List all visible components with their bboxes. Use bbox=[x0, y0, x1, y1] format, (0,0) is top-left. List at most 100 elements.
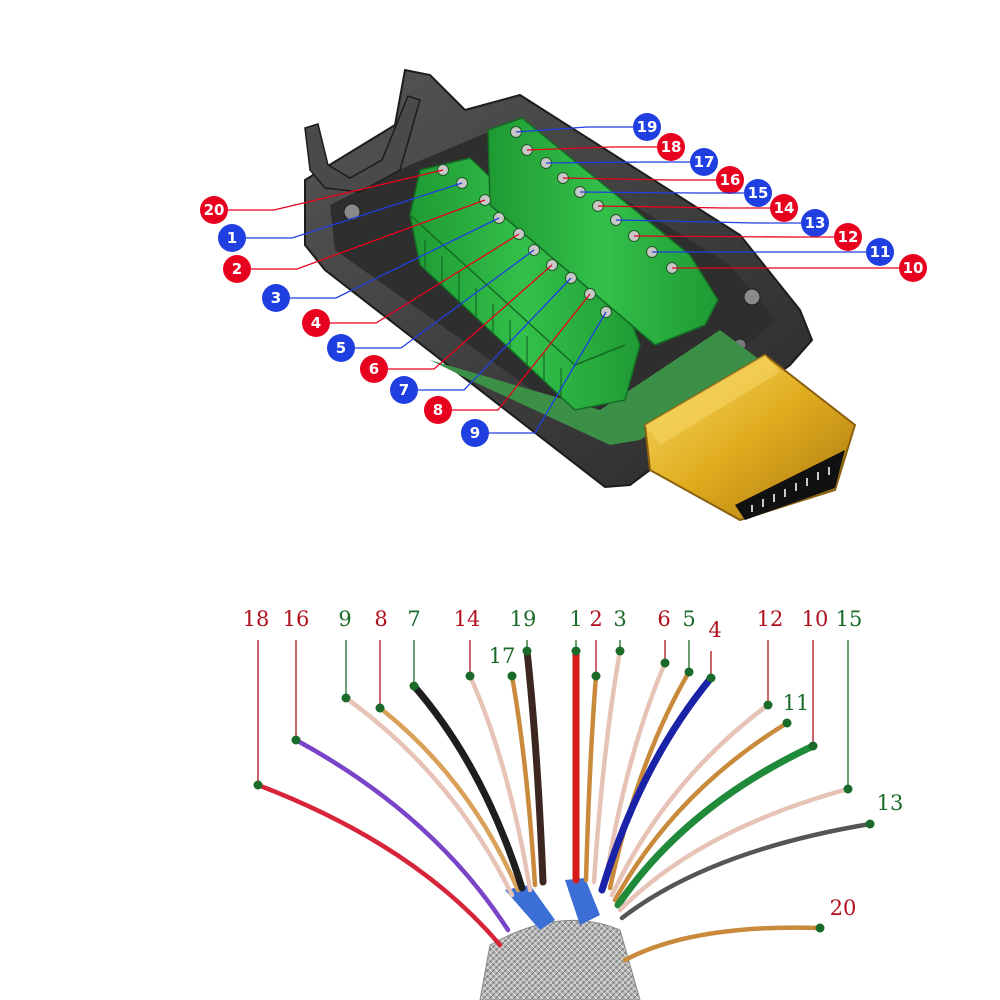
wire-20: 20 bbox=[622, 896, 856, 963]
cable-clamp bbox=[304, 95, 421, 193]
pin-badge-3: 3 bbox=[262, 217, 500, 312]
wire-conductor bbox=[591, 648, 623, 885]
wire-label: 10 bbox=[802, 607, 829, 631]
wire-conductor bbox=[377, 705, 521, 893]
pin-badge-circle bbox=[360, 355, 388, 383]
pin-badge-label: 3 bbox=[271, 289, 281, 307]
wire-conductor bbox=[609, 702, 771, 898]
wire-conductor bbox=[467, 673, 533, 893]
wire-conductor bbox=[255, 782, 503, 948]
wire-label: 2 bbox=[589, 607, 602, 631]
pin-badge-circle bbox=[801, 209, 829, 237]
wire-3: 3 bbox=[591, 607, 627, 885]
pin-badge-5: 5 bbox=[327, 249, 535, 362]
wire-label: 11 bbox=[783, 691, 810, 715]
wire-end-dot bbox=[782, 718, 792, 728]
wire-conductor bbox=[293, 737, 511, 933]
pin-badge-circle bbox=[716, 166, 744, 194]
wire-label: 9 bbox=[338, 607, 351, 631]
wire-label: 4 bbox=[708, 618, 721, 642]
pin-badge-9: 9 bbox=[461, 311, 607, 447]
pin-badge-circle bbox=[690, 148, 718, 176]
wire-8: 8 bbox=[374, 607, 521, 893]
pin-badge-circle bbox=[327, 334, 355, 362]
wire-end-dot bbox=[684, 667, 694, 677]
wire-label: 16 bbox=[283, 607, 310, 631]
wire-conductor bbox=[617, 786, 851, 913]
pin-badge-label: 13 bbox=[805, 214, 826, 232]
pin-badge-17: 17 bbox=[545, 148, 718, 176]
pin-badge-16: 16 bbox=[562, 166, 744, 194]
pin-leader-line bbox=[388, 264, 553, 370]
wire-end-dot bbox=[808, 741, 818, 751]
pin-badge-circle bbox=[223, 255, 251, 283]
wire-label: 12 bbox=[757, 607, 784, 631]
pin-badge-circle bbox=[302, 309, 330, 337]
wire-end-dot bbox=[591, 671, 601, 681]
wire-conductor bbox=[343, 695, 515, 898]
pin-badge-1: 1 bbox=[218, 182, 463, 252]
wire-end-dot bbox=[465, 671, 475, 681]
wire-label: 13 bbox=[877, 791, 904, 815]
pin-leader-line bbox=[251, 199, 486, 270]
wire-end-dot bbox=[409, 681, 419, 691]
pin-leader-line bbox=[452, 293, 591, 411]
wire-label: 18 bbox=[243, 607, 270, 631]
pin-leader-line bbox=[515, 126, 633, 133]
wire-conductor bbox=[619, 821, 873, 921]
pin-badge-circle bbox=[633, 113, 661, 141]
pin-leader-line bbox=[597, 205, 770, 209]
pin-badge-circle bbox=[834, 223, 862, 251]
wire-label: 19 bbox=[510, 607, 537, 631]
wire-5: 5 bbox=[607, 607, 696, 891]
wire-label: 15 bbox=[836, 607, 863, 631]
pin-badge-label: 20 bbox=[204, 201, 225, 219]
pin-badge-label: 8 bbox=[433, 401, 443, 419]
connector-illustration bbox=[304, 68, 857, 522]
pin-badge-label: 9 bbox=[470, 424, 480, 442]
wire-19: 19 bbox=[510, 607, 547, 886]
wire-conductor bbox=[622, 925, 823, 963]
cable-illustration bbox=[479, 878, 641, 1000]
pin-leader-line bbox=[418, 277, 572, 391]
pin-badge-label: 7 bbox=[399, 381, 409, 399]
wire-end-dot bbox=[522, 646, 532, 656]
cable-braid-shield bbox=[479, 919, 641, 1000]
wire-end-dot bbox=[865, 819, 875, 829]
pin-leader-line bbox=[246, 182, 463, 239]
pin-badge-20: 20 bbox=[200, 169, 444, 224]
pin-badge-6: 6 bbox=[360, 264, 553, 383]
wire-14: 14 bbox=[454, 607, 533, 893]
wire-conductor bbox=[410, 682, 526, 892]
wire-conductor bbox=[598, 674, 715, 894]
wire-conductor bbox=[583, 673, 599, 883]
pin-leader-line bbox=[330, 233, 520, 324]
pin-badge-circle bbox=[899, 254, 927, 282]
wire-16: 16 bbox=[283, 607, 511, 933]
pin-badge-label: 14 bbox=[774, 199, 795, 217]
wire-18: 18 bbox=[243, 607, 503, 948]
pin-leader-line bbox=[290, 217, 500, 299]
pin-badge-4: 4 bbox=[302, 233, 520, 337]
pin-badge-10: 10 bbox=[672, 254, 927, 282]
pin-badge-label: 5 bbox=[336, 339, 346, 357]
pin-badge-7: 7 bbox=[390, 277, 572, 404]
wire-6: 6 bbox=[602, 607, 671, 888]
pin-badge-label: 15 bbox=[748, 184, 769, 202]
pin-badge-11: 11 bbox=[652, 238, 894, 266]
pin-badge-label: 11 bbox=[870, 243, 891, 261]
wire-conductor bbox=[602, 660, 668, 888]
wire-conductor bbox=[614, 742, 817, 909]
pin-badge-label: 4 bbox=[311, 314, 321, 332]
wire-label: 17 bbox=[489, 644, 516, 668]
wire-label: 14 bbox=[454, 607, 481, 631]
wire-end-dot bbox=[253, 780, 263, 790]
wire-17: 17 bbox=[489, 644, 538, 888]
pin-leader-line bbox=[562, 177, 716, 181]
pin-badge-circle bbox=[200, 196, 228, 224]
wire-end-dot bbox=[815, 923, 825, 933]
wire-4: 4 bbox=[598, 618, 722, 894]
pin-badge-circle bbox=[262, 284, 290, 312]
pin-badge-12: 12 bbox=[633, 223, 862, 251]
